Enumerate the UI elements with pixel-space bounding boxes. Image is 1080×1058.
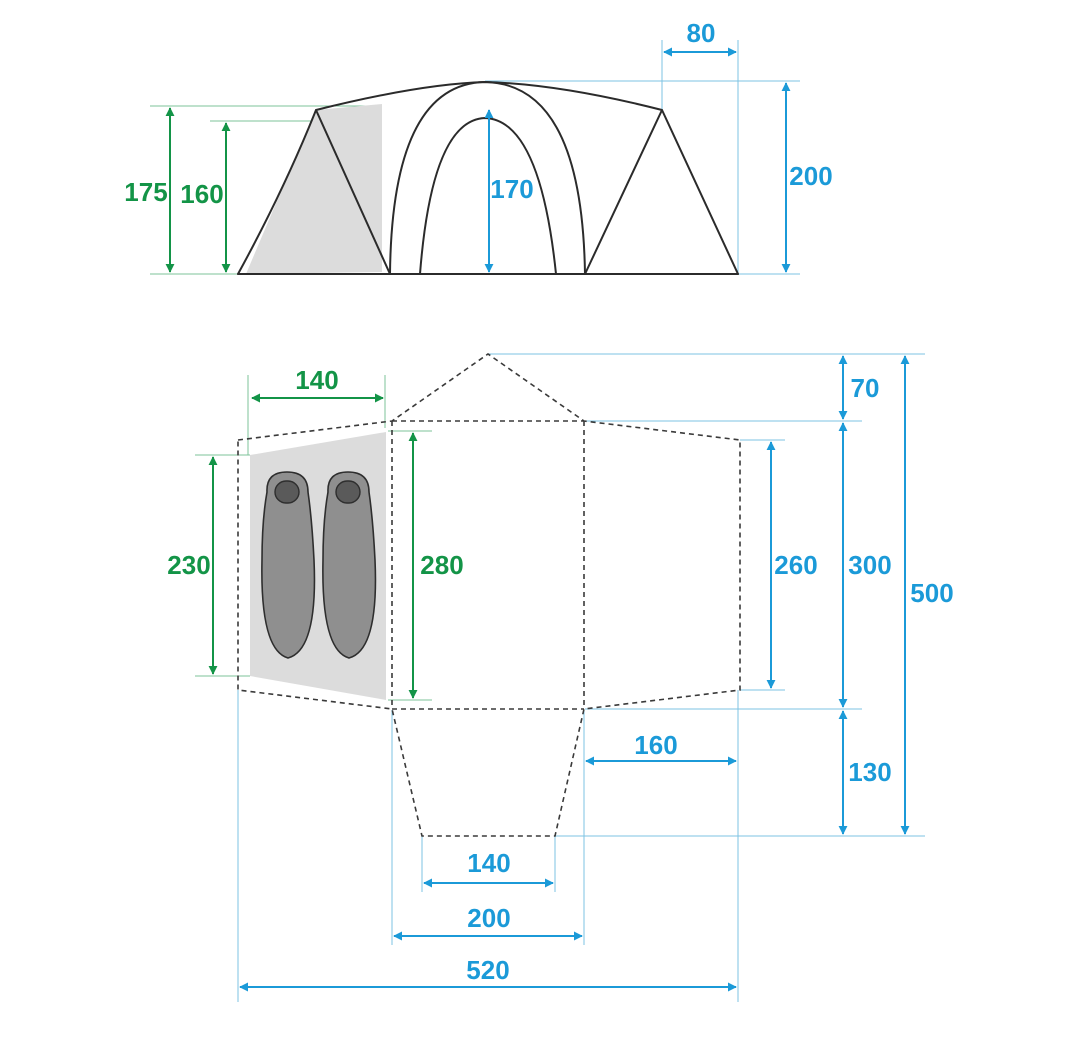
rear-pole	[584, 109, 663, 275]
label-total-depth: 500	[910, 578, 953, 608]
tent-footprint-outline	[237, 353, 741, 837]
tent-side-outline	[237, 81, 739, 275]
front-pole	[315, 109, 391, 275]
side-bedroom-panel	[246, 104, 382, 274]
label-center-height: 170	[490, 174, 533, 204]
label-rear-porch: 130	[848, 757, 891, 787]
label-rear-right: 160	[634, 730, 677, 760]
side-view: 175 160 170 200 80	[124, 18, 833, 275]
label-total-length: 520	[466, 955, 509, 985]
label-bedroom-width: 140	[295, 365, 338, 395]
label-inner-height: 160	[180, 179, 223, 209]
label-rear-width: 80	[687, 18, 716, 48]
sleeping-bag-right	[322, 471, 377, 659]
label-center-width: 200	[467, 903, 510, 933]
label-total-height: 200	[789, 161, 832, 191]
label-body-depth: 300	[848, 550, 891, 580]
label-rear-narrow: 140	[467, 848, 510, 878]
floor-plan: 140 230 280 260 300 500 70 130 160 140 2…	[167, 353, 954, 1002]
door-arch-outer	[389, 81, 586, 275]
sleeping-bag-hood-icon	[335, 480, 361, 504]
label-bedroom-depth: 230	[167, 550, 210, 580]
label-front-porch: 70	[851, 373, 880, 403]
sleeping-bag-left	[261, 471, 316, 659]
label-living-depth: 260	[774, 550, 817, 580]
label-outer-height: 175	[124, 177, 167, 207]
sleeping-bag-hood-icon	[274, 480, 300, 504]
label-bedroom-side: 280	[420, 550, 463, 580]
